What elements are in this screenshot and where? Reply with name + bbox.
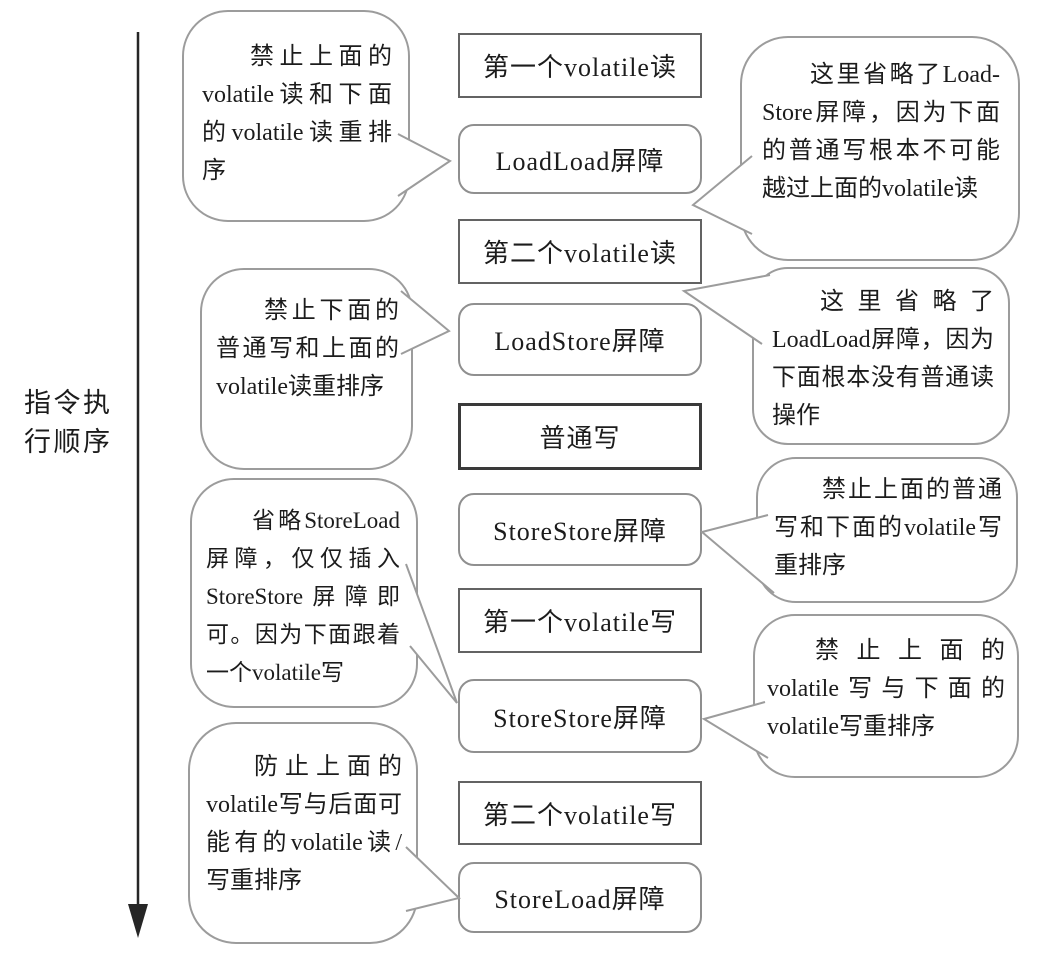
box-normal-write: 普通写 [458, 403, 702, 470]
box-second-volatile-write: 第二个volatile写 [458, 781, 702, 845]
callout-loadstore-rule: 禁止下面的普通写和上面的volatile读重排序 [200, 268, 413, 470]
box-loadstore-barrier: LoadStore屏障 [458, 303, 702, 376]
callout-storestore-rule-1: 禁止上面的普通写和下面的volatile写重排序 [756, 457, 1018, 603]
box-first-volatile-write: 第一个volatile写 [458, 588, 702, 653]
callout-loadstore-omitted: 这里省略了Load-Store屏障，因为下面的普通写根本不可能越过上面的vola… [740, 36, 1020, 261]
callout-storestore-omission: 省略StoreLoad屏障，仅仅插入StoreStore屏障即可。因为下面跟着一… [190, 478, 418, 708]
execution-order-label: 指令执行顺序 [24, 388, 110, 457]
callout-storeload-rule: 防止上面的volatile写与后面可能有的volatile读/写重排序 [188, 722, 418, 944]
callout-loadload-omitted: 这里省略了LoadLoad屏障，因为下面根本没有普通读操作 [752, 267, 1010, 445]
box-first-volatile-read: 第一个volatile读 [458, 33, 702, 98]
callout-loadload-rule: 禁止上面的volatile读和下面的volatile读重排序 [182, 10, 410, 222]
execution-order-arrow-head [128, 904, 148, 938]
box-storestore-barrier-1: StoreStore屏障 [458, 493, 702, 566]
box-storestore-barrier-2: StoreStore屏障 [458, 679, 702, 753]
callout-storestore-rule-2: 禁止上面的volatile写与下面的volatile写重排序 [753, 614, 1019, 778]
box-storeload-barrier: StoreLoad屏障 [458, 862, 702, 933]
box-loadload-barrier: LoadLoad屏障 [458, 124, 702, 194]
box-second-volatile-read: 第二个volatile读 [458, 219, 702, 284]
